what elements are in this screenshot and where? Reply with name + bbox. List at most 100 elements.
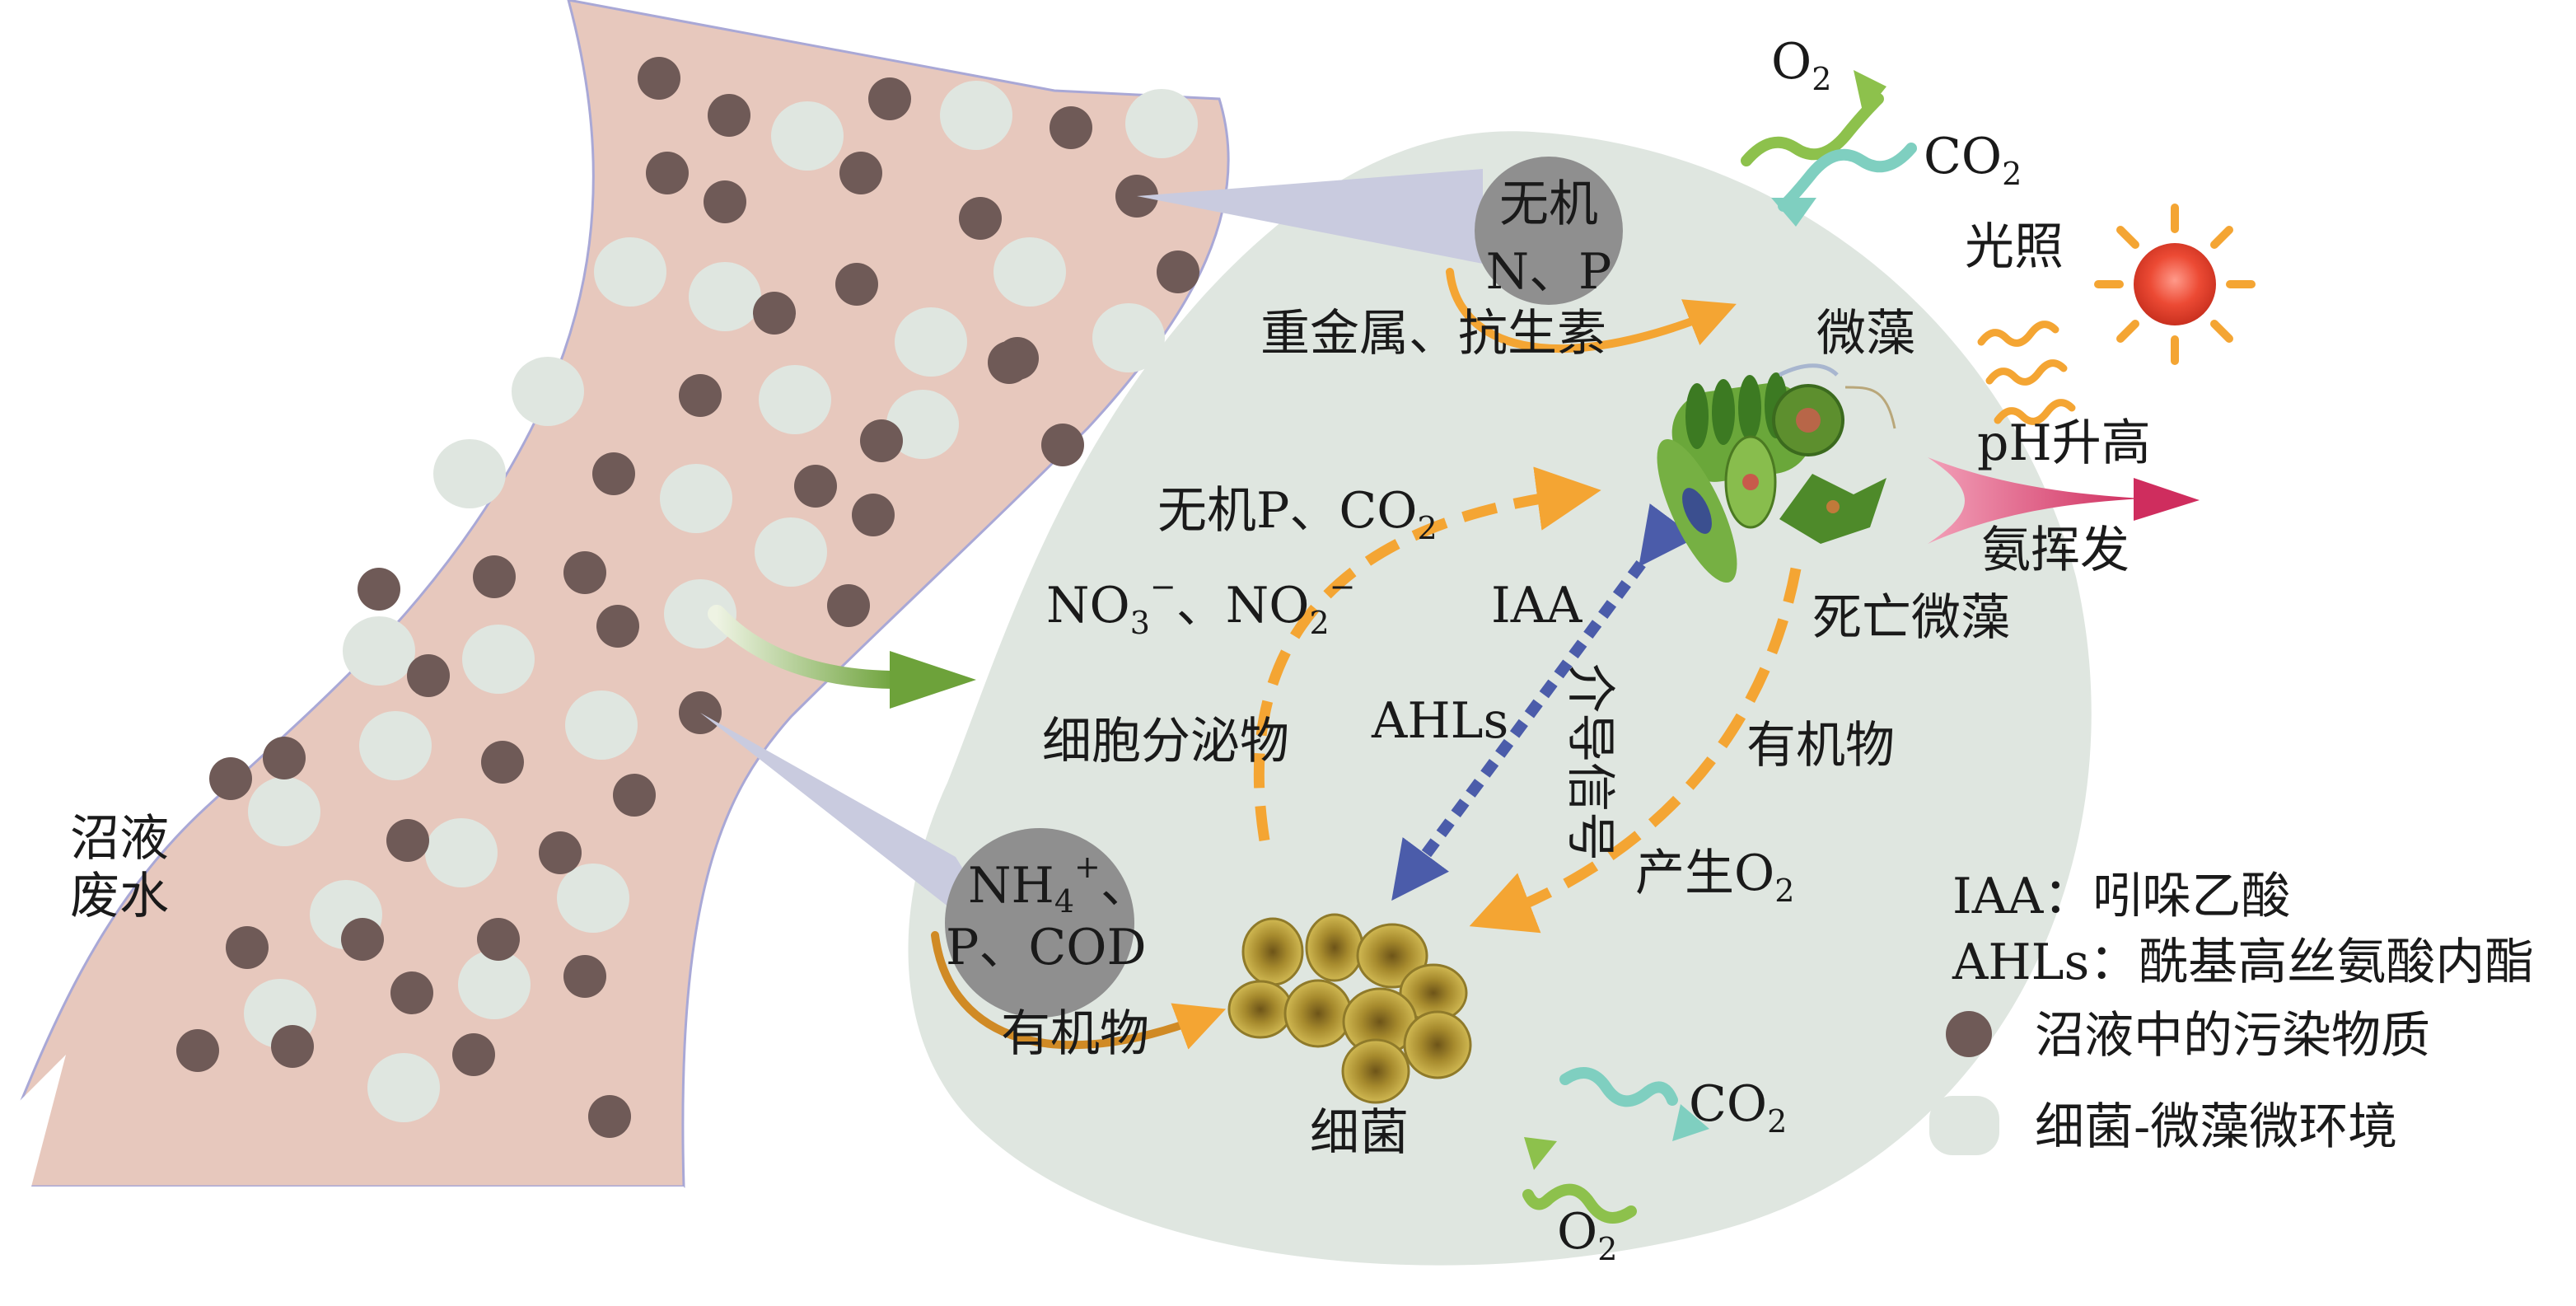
pollutant-dot bbox=[638, 57, 680, 100]
pollutant-dot bbox=[481, 741, 524, 784]
pollutant-dot bbox=[1157, 250, 1199, 293]
no3-no2-label: NO3−、NO2− bbox=[1046, 569, 1355, 641]
bacteria-cell bbox=[1241, 917, 1304, 986]
microenvironment-oval bbox=[1092, 303, 1165, 372]
heavy-metals-label: 重金属、抗生素 bbox=[1260, 305, 1606, 363]
bacteria-cell bbox=[1227, 980, 1293, 1039]
mediator-signal-label: 介导信号 bbox=[1561, 663, 1619, 861]
o2-top-arrow bbox=[1741, 93, 1884, 166]
microenvironment-oval bbox=[565, 690, 638, 760]
wastewater-label-2: 废水 bbox=[70, 868, 169, 925]
light-wave-icon bbox=[1977, 321, 2076, 425]
o2-top-label: O2 bbox=[1771, 33, 1831, 97]
microenvironment-oval bbox=[755, 517, 827, 587]
microenvironment-oval bbox=[759, 365, 831, 434]
microenvironment-oval bbox=[512, 357, 584, 426]
produce-o2-label: 产生O2 bbox=[1635, 845, 1794, 909]
pollutant-dot bbox=[827, 584, 870, 627]
cone-top bbox=[1137, 169, 1483, 264]
inorganic-np-line2: N、P bbox=[1486, 243, 1612, 301]
inorganic-np-line1: 无机 bbox=[1499, 176, 1598, 233]
microenvironment-oval bbox=[343, 616, 415, 686]
pollutant-dot bbox=[860, 419, 903, 462]
pollutant-dot bbox=[341, 918, 384, 961]
pollutant-dot bbox=[563, 955, 606, 998]
microenvironment-oval bbox=[1125, 89, 1198, 158]
co2-bottom-arrow bbox=[1559, 1067, 1678, 1107]
microenvironment-oval bbox=[248, 777, 320, 846]
microenvironment-oval bbox=[771, 101, 844, 171]
microenvironment-oval bbox=[462, 625, 535, 694]
pollutant-dot bbox=[959, 197, 1002, 240]
o2-bottom-label: O2 bbox=[1557, 1203, 1617, 1267]
legend-pollutant: 沼液中的污染物质 bbox=[2035, 1007, 2430, 1065]
legend-pollutant-dot bbox=[1946, 1011, 1992, 1057]
pollutant-dot bbox=[835, 263, 878, 306]
microenvironment-oval bbox=[433, 439, 506, 508]
microenvironment-oval bbox=[660, 464, 732, 533]
bacteria-cell bbox=[1341, 1038, 1410, 1104]
legend-microenv: 细菌-微藻微环境 bbox=[2035, 1098, 2397, 1156]
ph-label: pH升高 bbox=[1977, 414, 2151, 472]
pollutant-dot bbox=[563, 551, 606, 594]
light-label: 光照 bbox=[1965, 218, 2064, 276]
pollutant-dot bbox=[592, 452, 635, 495]
ph-arrow bbox=[1928, 457, 2142, 544]
microenvironment-oval bbox=[940, 81, 1012, 150]
organic-right-label: 有机物 bbox=[1746, 717, 1895, 775]
legend-iaa: IAA：吲哚乙酸 bbox=[1952, 868, 2290, 925]
organic-uptake-arrow bbox=[931, 931, 1227, 1050]
pollutant-dot bbox=[452, 1033, 495, 1076]
pollutant-dot bbox=[988, 341, 1031, 384]
pollutant-dot bbox=[473, 555, 516, 598]
p-cod-label: P、COD bbox=[946, 919, 1147, 976]
iaa-label: IAA bbox=[1491, 577, 1583, 634]
microenvironment-oval bbox=[886, 390, 959, 459]
pollutant-dot bbox=[1041, 424, 1084, 466]
microenvironment-oval bbox=[895, 307, 967, 377]
bacteria-cell bbox=[1403, 1010, 1472, 1079]
organic-left-label: 有机物 bbox=[1001, 1005, 1149, 1063]
wastewater-label-1: 沼液 bbox=[70, 810, 169, 868]
pollutant-dot bbox=[477, 918, 520, 961]
microalgae-label: 微藻 bbox=[1816, 305, 1915, 363]
pollutant-dot bbox=[358, 568, 400, 611]
legend: IAA：吲哚乙酸 AHLs：酰基高丝氨酸内酯 沼液中的污染物质 细菌-微藻微环境 bbox=[1929, 868, 2534, 1156]
dead-algae-label: 死亡微藻 bbox=[1812, 589, 2010, 647]
ahls-label: AHLs bbox=[1371, 692, 1508, 750]
legend-microenv-swatch bbox=[1929, 1096, 1999, 1155]
pollutant-dot bbox=[613, 774, 656, 817]
cone-bottom bbox=[700, 713, 1022, 964]
microenvironment-oval bbox=[458, 950, 531, 1019]
pollutant-dot bbox=[646, 152, 689, 194]
pollutant-dot bbox=[386, 819, 429, 862]
bacteria-cell bbox=[1356, 923, 1428, 989]
pollutant-dot bbox=[704, 180, 746, 223]
bacteria-cluster-icon bbox=[1227, 913, 1472, 1104]
legend-ahls: AHLs：酰基高丝氨酸内酯 bbox=[1952, 934, 2534, 991]
nh4-label: NH4+、 bbox=[968, 849, 1150, 920]
sun-icon bbox=[2094, 204, 2256, 365]
microenvironment-oval bbox=[689, 262, 761, 331]
pollutant-dot bbox=[271, 1025, 314, 1068]
pollutant-dot bbox=[263, 737, 306, 779]
bacteria-cell bbox=[1283, 979, 1353, 1048]
algae-cluster-icon bbox=[1657, 363, 1896, 583]
cell-secretion-label: 细胞分泌物 bbox=[1042, 713, 1289, 770]
bacteria-cell bbox=[1305, 913, 1364, 982]
co2-bottom-label: CO2 bbox=[1689, 1075, 1787, 1140]
pollutant-dot bbox=[852, 494, 895, 536]
bacteria-label: 细菌 bbox=[1310, 1104, 1409, 1162]
microenvironment-oval bbox=[367, 1053, 440, 1122]
pollutant-dot bbox=[753, 292, 796, 335]
pollutant-dot bbox=[1050, 106, 1092, 149]
pollutant-dot bbox=[226, 926, 269, 969]
pollutant-dot bbox=[407, 654, 450, 697]
ammonia-label: 氨挥发 bbox=[1981, 522, 2130, 579]
pollutant-dot bbox=[390, 971, 433, 1014]
pollutant-dot bbox=[708, 94, 750, 137]
pollutant-dot bbox=[596, 605, 639, 648]
signal-arrow bbox=[1391, 503, 1696, 901]
microenvironment-oval bbox=[993, 237, 1066, 307]
pollutant-dot bbox=[868, 77, 911, 120]
